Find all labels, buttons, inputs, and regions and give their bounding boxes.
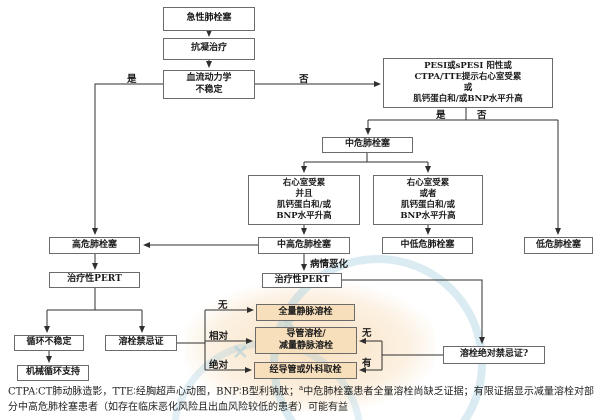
node-anticoagulation: 抗凝治疗 [163,38,255,60]
figure-footnote: CTPA∶CT肺动脉造影，TTE∶经胸超声心动图，BNP∶B型利钠肽；a中危肺栓… [8,383,594,415]
node-lysis-contraindication: 溶栓禁忌证 [105,335,177,351]
node-rv-involved-and-biomarkers: 右心室受累 并且 肌钙蛋白和/或 BNP水平升高 [248,175,360,225]
edge-label-none-right: 无 [362,328,372,339]
edge-label-relative: 相对 [209,331,229,342]
edge-label-no-hemodynamics: 否 [299,74,309,85]
node-intermediate-high-risk-pe: 中高危肺栓塞 [258,237,350,254]
footnote-abbreviations: CTPA∶CT肺动脉造影，TTE∶经胸超声心动图，BNP∶B型利钠肽； [8,386,300,398]
node-therapeutic-pert-left: 治疗性PERT [49,272,140,288]
edge-label-yes-pesi: 是 [436,110,446,121]
node-low-risk-pe: 低危肺栓塞 [524,237,593,254]
node-mechanical-circulatory-support: 机械循环支持 [17,365,89,381]
node-acute-pe: 急性肺栓塞 [163,7,255,31]
node-high-risk-pe: 高危肺栓塞 [49,237,140,254]
edge-label-absolute: 绝对 [209,360,229,371]
edge-label-none-left: 无 [218,300,228,311]
edge-label-no-pesi: 否 [477,110,487,121]
node-pesi-assessment: PESI或sPESI 阳性或 CTPA/TTE提示右心室受累 或 肌钙蛋白和/或… [383,58,553,108]
edge-label-have: 有 [362,358,372,369]
node-hemodynamics-unstable: 血流动力学 不稳定 [163,70,255,99]
node-full-dose-iv-thrombolysis: 全量静脉溶栓 [256,304,355,321]
edge-label-worsening: 病情恶化 [310,259,349,270]
node-absolute-lysis-contraindication: 溶栓绝对禁忌证? [443,346,545,364]
node-rv-involved-or-biomarkers: 右心室受累 或者 肌钙蛋白和/或 BNP水平升高 [373,175,483,225]
node-intermediate-low-risk-pe: 中低危肺栓塞 [382,237,473,254]
node-catheter-or-surgical-embolectomy: 经导管或外科取栓 [254,362,357,379]
node-therapeutic-pert-mid: 治疗性PERT [262,273,342,288]
footnote-evidence-note: 中危肺栓塞患者全量溶栓尚缺乏证据；有限证据显示减量溶栓对部分中高危肺栓塞患者（如… [8,386,595,413]
node-intermediate-risk-pe: 中危肺栓塞 [322,137,413,153]
edge-label-yes-hemodynamics: 是 [127,74,137,85]
node-catheter-or-reduced-dose-thrombolysis: 导管溶栓/ 减量静脉溶栓 [255,327,357,354]
node-circulation-unstable: 循环不稳定 [14,335,84,351]
